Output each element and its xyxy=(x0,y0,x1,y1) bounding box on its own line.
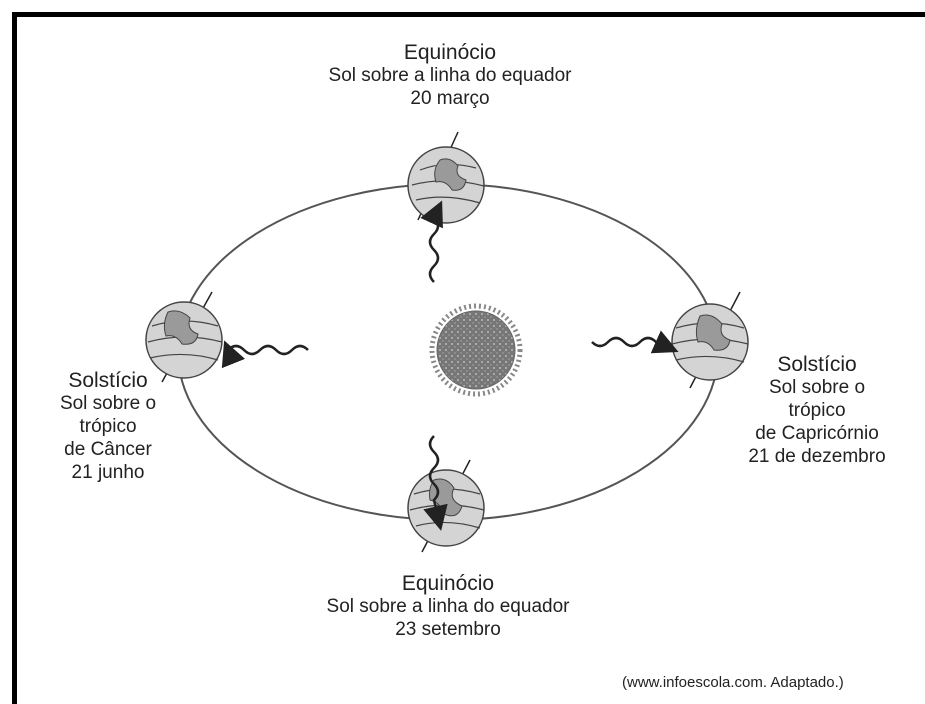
label-left-line1: Sol sobre o xyxy=(59,393,157,415)
earth-left-icon xyxy=(145,291,223,383)
sunlight-arrow-left xyxy=(221,340,309,369)
label-left-line3: de Câncer xyxy=(64,438,152,460)
label-right-date: 21 de dezembro xyxy=(748,445,886,467)
label-right: Solstício Sol sobre o trópico de Capricó… xyxy=(722,352,912,468)
label-top: Equinócio Sol sobre a linha do equador 2… xyxy=(300,40,600,111)
label-right-line2: trópico xyxy=(788,399,846,421)
label-right-line1: Sol sobre o xyxy=(768,377,866,399)
label-left: Solstício Sol sobre o trópico de Câncer … xyxy=(28,368,188,484)
sunlight-arrow-top xyxy=(420,200,443,283)
label-left-title: Solstício xyxy=(68,369,148,392)
earth-bottom-icon xyxy=(407,459,485,553)
sunlight-arrow-right xyxy=(591,330,679,354)
label-bottom-line1: Sol sobre a linha do equador xyxy=(326,596,570,618)
label-left-date: 21 junho xyxy=(71,461,145,483)
label-bottom-date: 23 setembro xyxy=(395,618,501,640)
label-right-title: Solstício xyxy=(777,353,857,376)
figure-frame xyxy=(12,12,925,704)
earth-right-icon xyxy=(671,291,749,389)
label-right-line3: de Capricórnio xyxy=(755,422,879,444)
label-bottom-title: Equinócio xyxy=(401,572,495,595)
label-left-line2: trópico xyxy=(79,415,137,437)
sun-icon xyxy=(429,303,523,397)
label-top-line1: Sol sobre a linha do equador xyxy=(328,65,572,87)
label-top-date: 20 março xyxy=(410,87,490,109)
label-top-title: Equinócio xyxy=(403,41,497,64)
source-credit: (www.infoescola.com. Adaptado.) xyxy=(622,674,844,691)
earth-top-icon xyxy=(407,131,485,224)
sunlight-arrow-bottom xyxy=(423,435,448,531)
label-bottom: Equinócio Sol sobre a linha do equador 2… xyxy=(298,571,598,642)
